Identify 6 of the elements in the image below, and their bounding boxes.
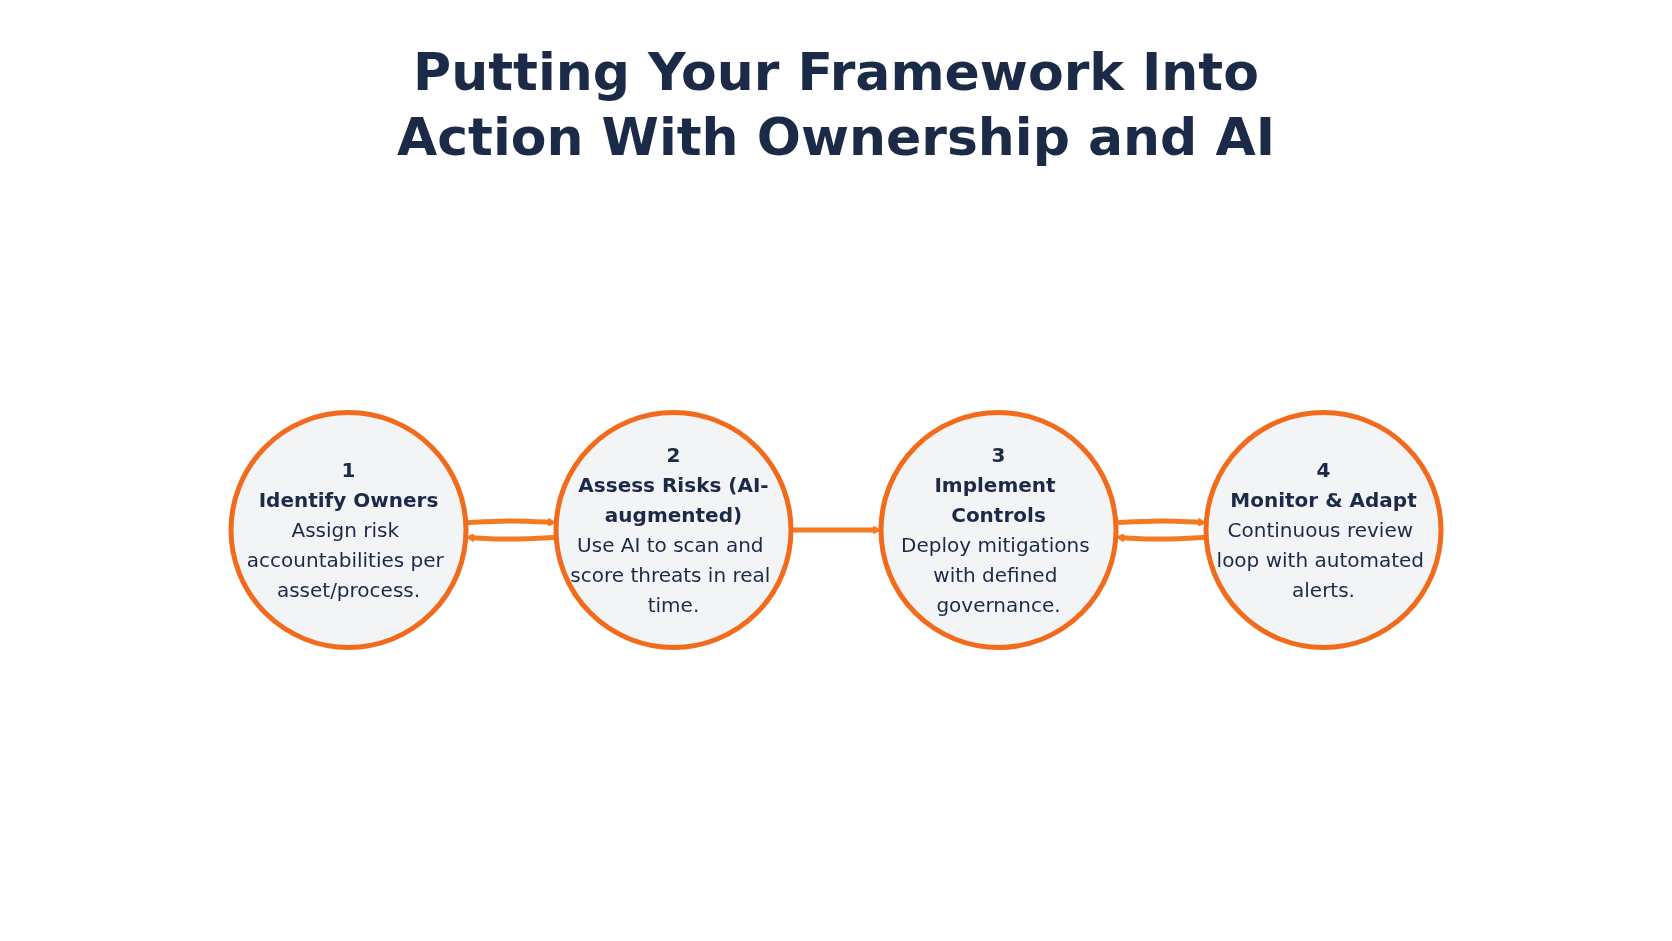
node-circle: 4 Monitor & Adapt Continuous review loop with automated alerts. (1203, 410, 1444, 650)
node-circle: 3 Implement Controls Deploy mitigations with defined governance. (878, 410, 1119, 650)
node-circle: 1 Identify Owners Assign risk accountabilities per asset/process. (228, 410, 469, 650)
node-circle: 2 Assess Risks (AI-augmented) Use AI to scan and score threats in real time. (553, 410, 794, 650)
title: Putting Your Framework Into Action With Ownership and AI (395, 41, 1277, 169)
arrow (791, 525, 882, 535)
